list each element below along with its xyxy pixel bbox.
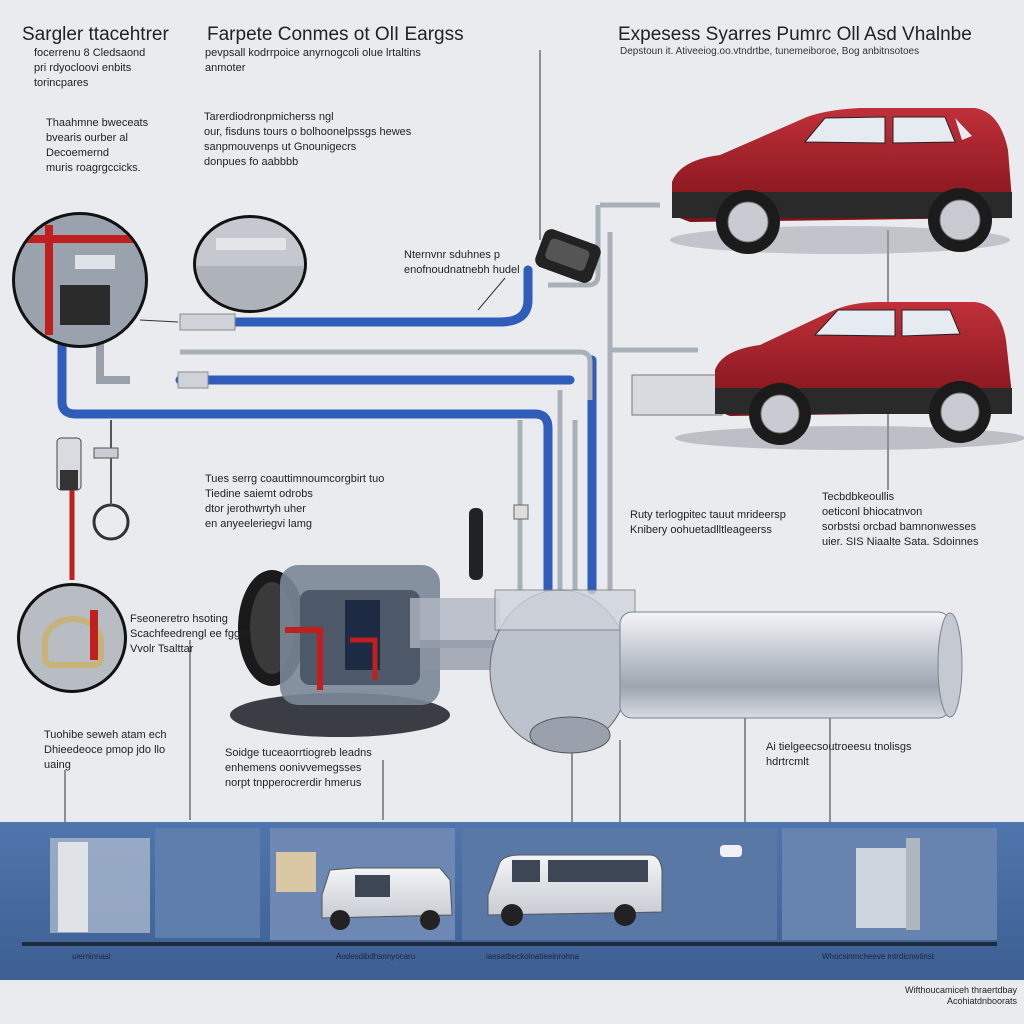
note-bottom-left: Tuohibe seweh atam ech Dhieedeoce pmop j… xyxy=(44,729,167,771)
note-far-right: Tecbdbkeoullis oeticonl bhiocatnvon sorb… xyxy=(822,491,979,548)
note-pipe-label: Nternvnr sduhnes p enofnoudnatnebh hudel xyxy=(404,249,520,276)
pipe-valve xyxy=(535,229,601,283)
band-illustrations xyxy=(50,828,997,940)
leader-lines xyxy=(64,50,889,840)
note-left-mid: Fseoneretro hsoting Scachfeedrengl ee fg… xyxy=(130,613,252,655)
detail-circle-coupling xyxy=(17,583,127,693)
subtitle-center: pevpsall kodrrpoice anyrnogcoli olue lrt… xyxy=(205,47,421,74)
panel-caption-3: iaesatbeckolnatieelnrohna xyxy=(486,952,579,961)
note-middle: Tues serrg coauttimnoumcorgbirt tuo Tied… xyxy=(205,473,385,530)
footer-note: Wifthoucamiceh thraertdbay Acohiatdnboor… xyxy=(905,985,1018,1006)
note-bottom-right: Ai tielgeecsoutroeesu tnolisgs hdrtrcmlt xyxy=(766,741,912,768)
grey-pipes xyxy=(180,202,698,590)
note-center-top: Tarerdiodronpmicherss ngl our, fisduns t… xyxy=(204,111,412,168)
suv-car-middle xyxy=(631,302,1024,450)
note-right-mid: Ruty terlogpitec tauut mrideersp Knibery… xyxy=(630,509,786,536)
title-center: Farpete Conmes ot OlI Eargss xyxy=(207,24,464,45)
note-bottom-center: Soidge tuceaorrtiogreb leadns enhemens o… xyxy=(225,747,372,789)
detail-circle-gauge xyxy=(193,215,307,313)
blue-oil-pipes xyxy=(57,265,597,595)
title-left: Sargler ttacehtrer xyxy=(22,24,169,45)
title-right: Expesess Syarres Pumrc Oll Asd Vhalnbe xyxy=(618,24,972,45)
detail-circle-machinery xyxy=(12,212,148,348)
suv-car-top xyxy=(670,108,1012,254)
note-left-top: Thaahmne bweceats bvearis ourber al Deco… xyxy=(46,117,149,174)
subtitle-left: focerrenu 8 Cledsaond pri rdyocloovi enb… xyxy=(34,47,146,89)
panel-caption-1: uierninnasi xyxy=(72,952,111,961)
engine-assembly xyxy=(230,565,963,754)
panel-caption-4: Whocsinmcheeve mtrdicnwtinst xyxy=(822,952,935,961)
subtitle-right: Depstoun it. Ativeeiog.oo.vtndrtbe, tune… xyxy=(620,46,920,57)
panel-caption-2: Aodesdibdhsnnyocaru xyxy=(336,952,416,961)
